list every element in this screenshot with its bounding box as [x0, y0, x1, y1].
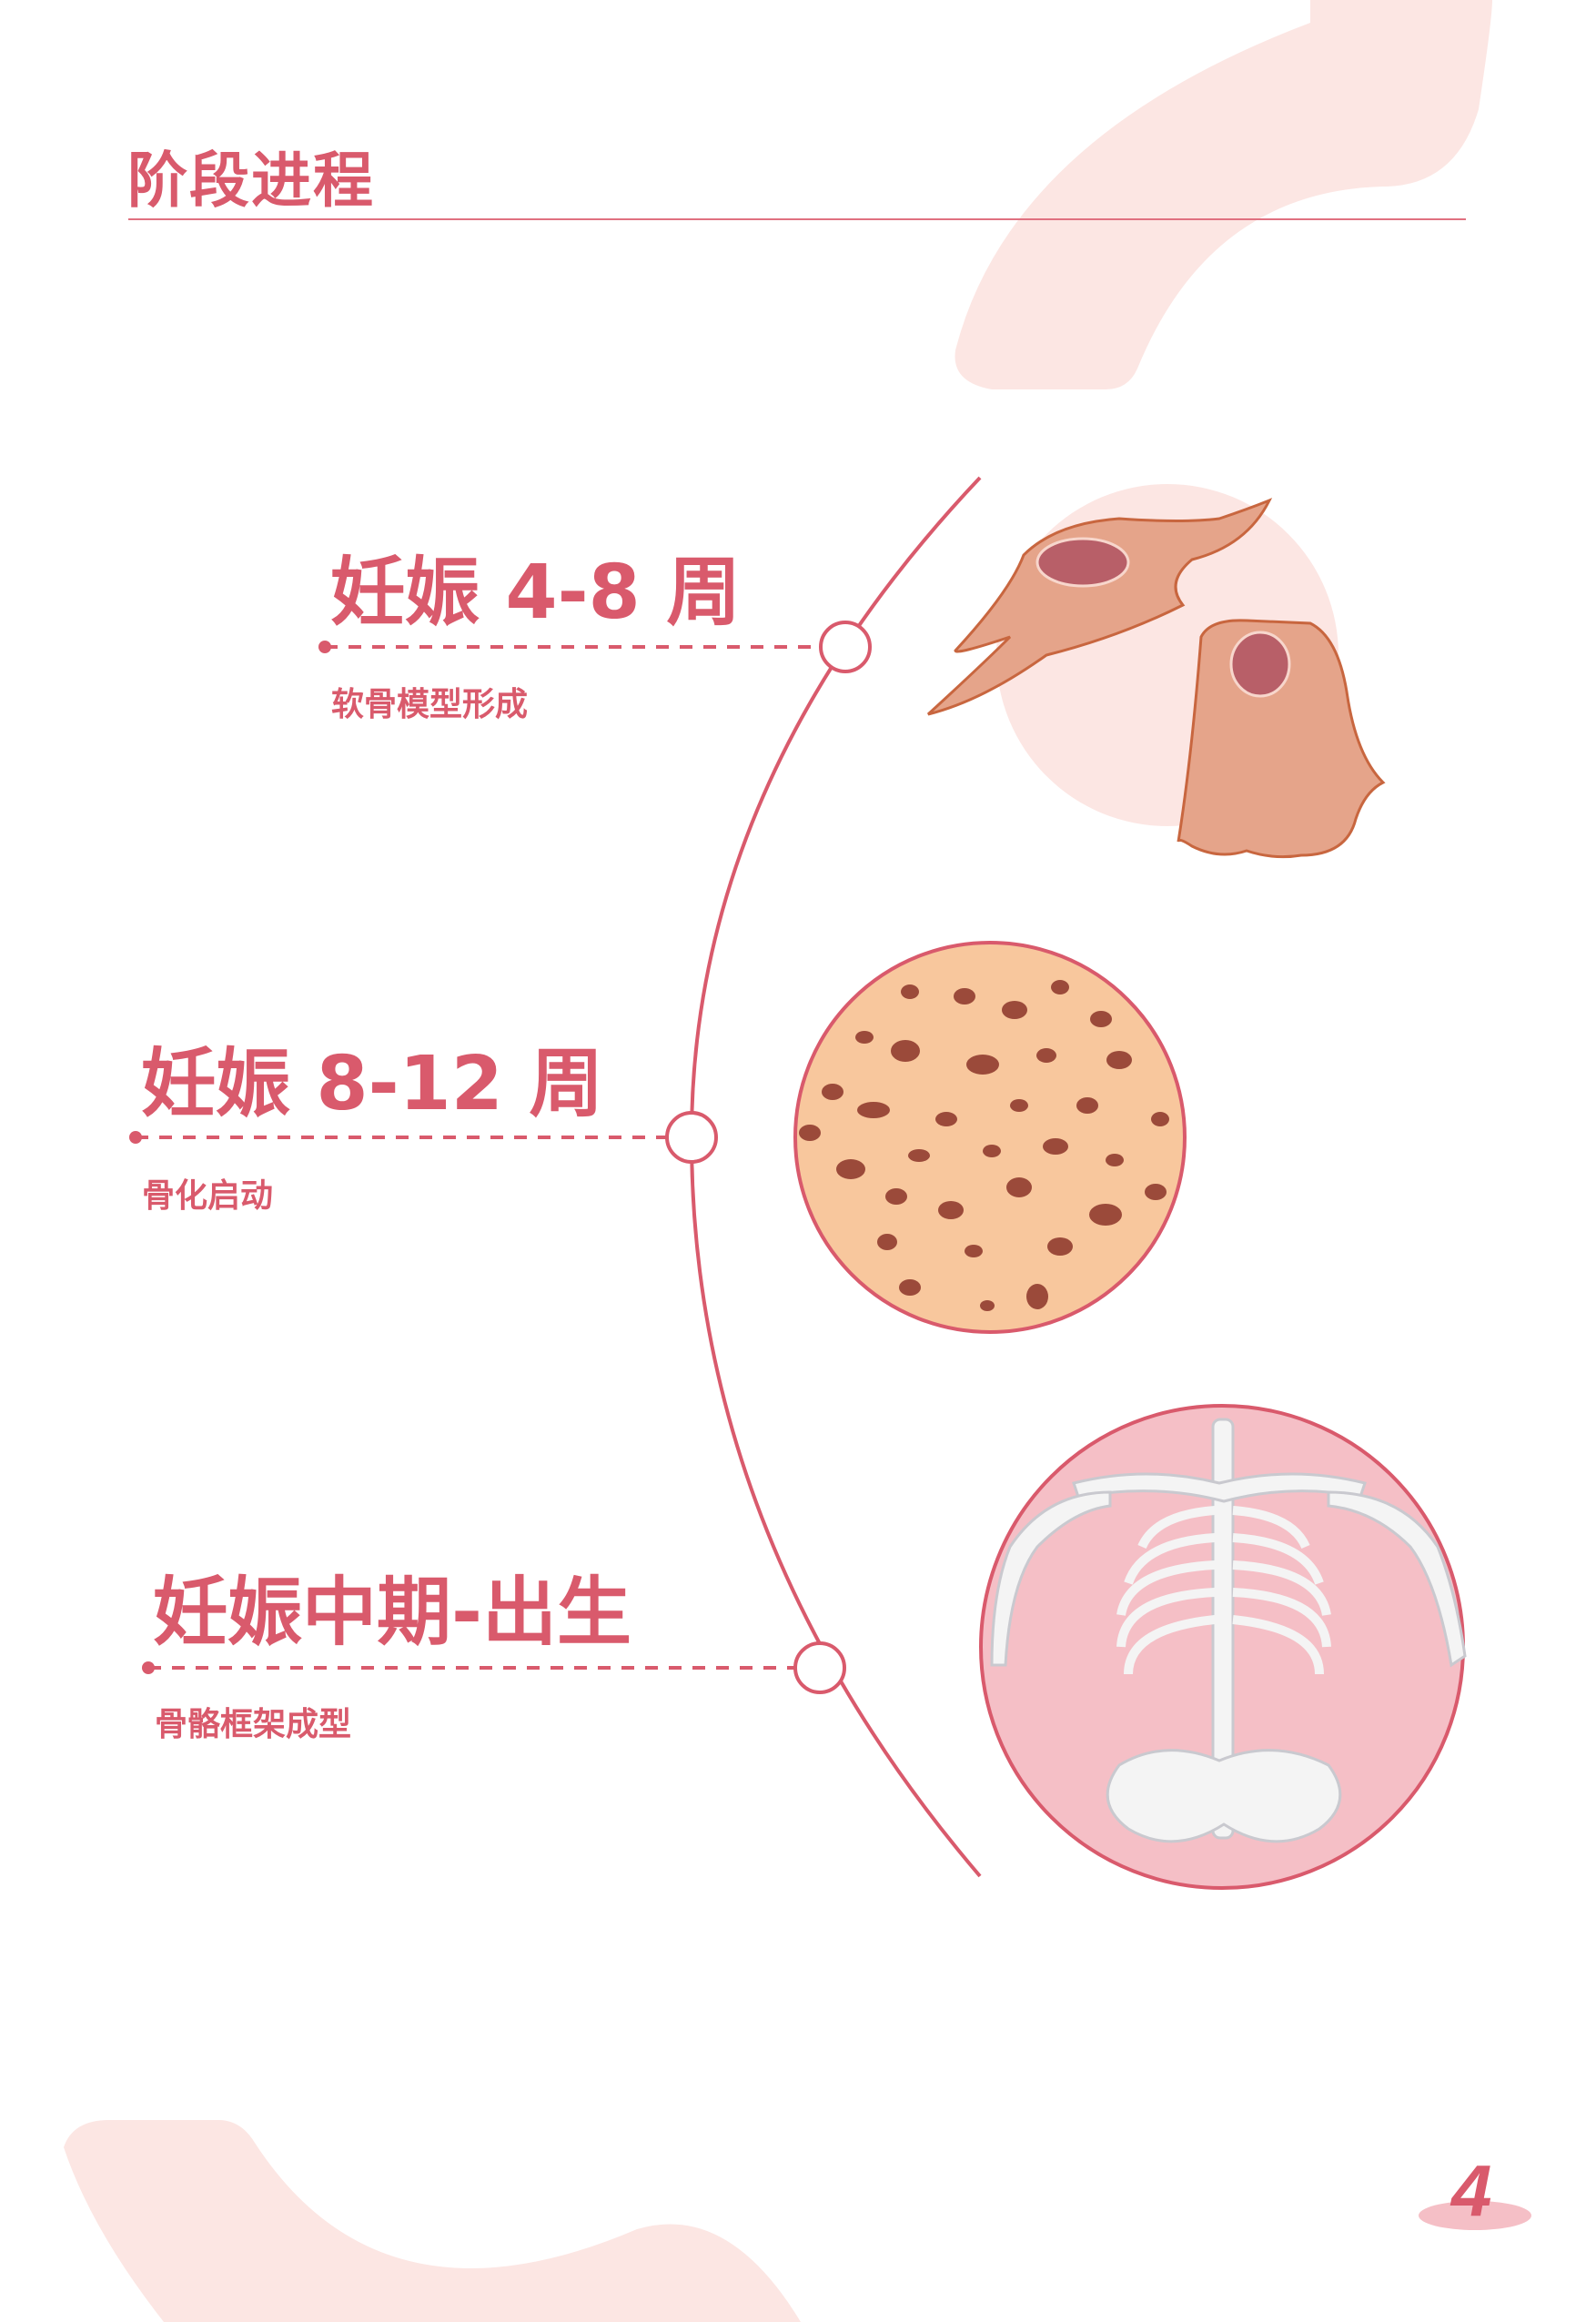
page-number-ellipse: [1419, 2201, 1531, 2230]
decor-arc-top: [955, 0, 1492, 389]
skeleton-illustration: [979, 1404, 1467, 1890]
cartilage-cells-illustration: [926, 484, 1386, 859]
page-number: 4: [1451, 2150, 1492, 2231]
connector-dot-1: [318, 641, 331, 653]
stage-2-heading: 妊娠 8-12 周: [141, 1041, 604, 1127]
connector-dot-3: [142, 1661, 155, 1674]
title-divider: [128, 218, 1466, 220]
spongy-bone-illustration: [793, 941, 1187, 1334]
timeline-node-3: [793, 1641, 846, 1694]
timeline-node-1: [819, 621, 872, 673]
stage-3-heading: 妊娠中期-出生: [153, 1570, 632, 1656]
stage-3-subtitle: 骨骼框架成型: [155, 1706, 352, 1743]
stage-1-subtitle: 软骨模型形成: [331, 686, 529, 723]
decor-arc-bottom: [64, 2120, 801, 2322]
timeline-node-2: [665, 1111, 718, 1164]
stage-1-heading: 妊娠 4-8 周: [330, 550, 742, 636]
page-title: 阶段进程: [127, 146, 375, 216]
stage-2-subtitle: 骨化启动: [142, 1177, 274, 1215]
connector-dot-2: [129, 1131, 142, 1144]
